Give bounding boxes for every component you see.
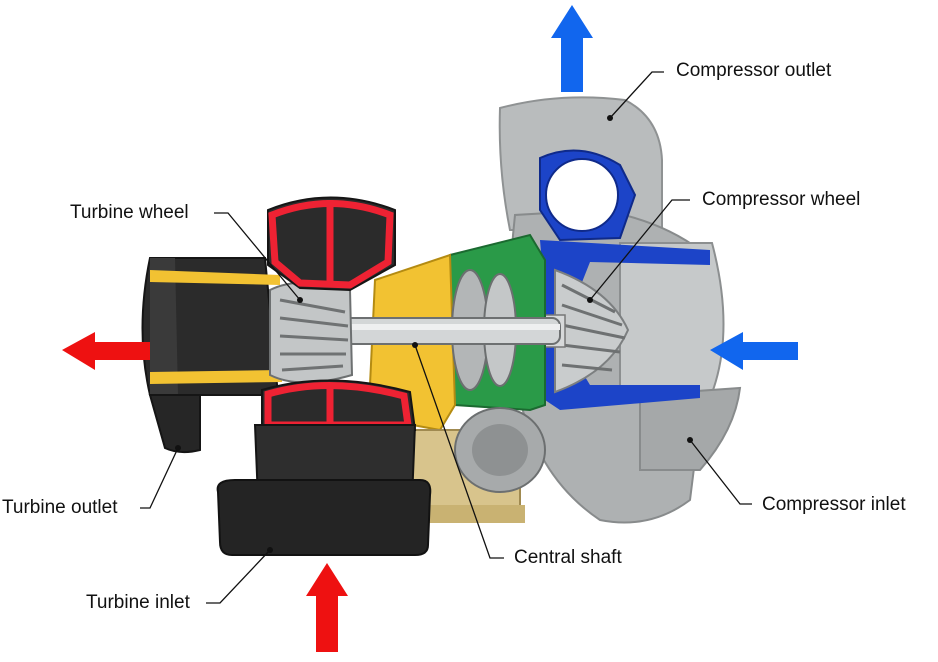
label-compressor-wheel: Compressor wheel bbox=[702, 189, 861, 210]
turbine-volute-top bbox=[267, 196, 396, 292]
leader-compressor-inlet bbox=[689, 439, 752, 505]
label-central-shaft: Central shaft bbox=[514, 547, 622, 568]
label-turbine-outlet: Turbine outlet bbox=[2, 497, 118, 518]
label-compressor-inlet: Compressor inlet bbox=[762, 494, 906, 515]
leader-turbine-inlet bbox=[206, 549, 271, 604]
turbine-outlet-housing bbox=[141, 257, 282, 454]
label-turbine-inlet: Turbine inlet bbox=[86, 592, 190, 613]
turbine-volute-bottom bbox=[261, 379, 417, 431]
leader-compressor-outlet bbox=[609, 71, 664, 119]
arrow-up-icon bbox=[551, 5, 593, 92]
compressor-outlet-bore bbox=[545, 158, 619, 232]
turbine-wheel bbox=[269, 281, 354, 384]
compressor-cut-section bbox=[539, 149, 710, 410]
label-turbine-wheel: Turbine wheel bbox=[70, 202, 189, 223]
leader-central-shaft bbox=[414, 344, 504, 559]
label-compressor-outlet: Compressor outlet bbox=[676, 60, 832, 81]
leader-turbine-outlet bbox=[140, 447, 179, 509]
leader-lines bbox=[140, 71, 752, 604]
arrow-up-icon-turbine-inlet bbox=[306, 563, 348, 652]
turbine-inlet-flange bbox=[216, 424, 432, 556]
central-shaft bbox=[329, 317, 561, 345]
arrow-left-icon bbox=[62, 332, 150, 370]
arrow-left-icon-compressor-inlet bbox=[710, 332, 798, 370]
leader-compressor-wheel bbox=[589, 199, 690, 301]
leader-turbine-wheel bbox=[214, 212, 301, 301]
